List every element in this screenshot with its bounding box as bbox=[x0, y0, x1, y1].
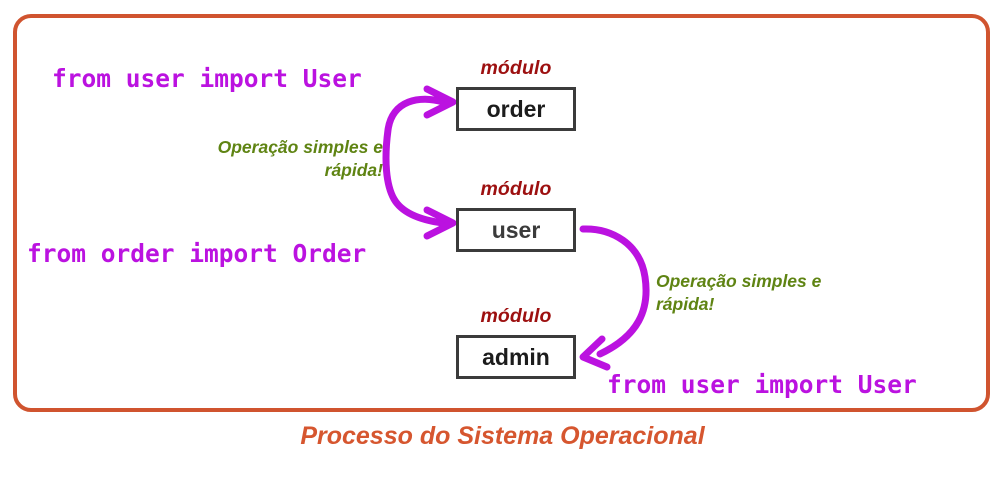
module-admin-box[interactable]: admin bbox=[456, 335, 576, 379]
code-snippet-import-user-top: from user import User bbox=[52, 64, 362, 93]
module-order-caption: módulo bbox=[480, 57, 552, 79]
module-admin-caption: módulo bbox=[480, 305, 552, 327]
diagram-caption: Processo do Sistema Operacional bbox=[300, 422, 705, 450]
code-snippet-import-order: from order import Order bbox=[27, 239, 367, 268]
module-user-label: user bbox=[491, 216, 541, 243]
module-user-box[interactable]: user bbox=[456, 208, 576, 252]
module-admin-label: admin bbox=[482, 343, 550, 370]
note-operacao-simples-left: Operação simples e rápida! bbox=[217, 137, 383, 181]
module-order-label: order bbox=[486, 95, 546, 122]
code-snippet-import-user-bottom: from user import User bbox=[607, 370, 917, 399]
module-order-box[interactable]: order bbox=[456, 87, 576, 131]
note-operacao-simples-right: Operação simples e rápida! bbox=[656, 271, 822, 315]
process-frame bbox=[13, 14, 990, 412]
module-user-caption: módulo bbox=[480, 178, 552, 200]
